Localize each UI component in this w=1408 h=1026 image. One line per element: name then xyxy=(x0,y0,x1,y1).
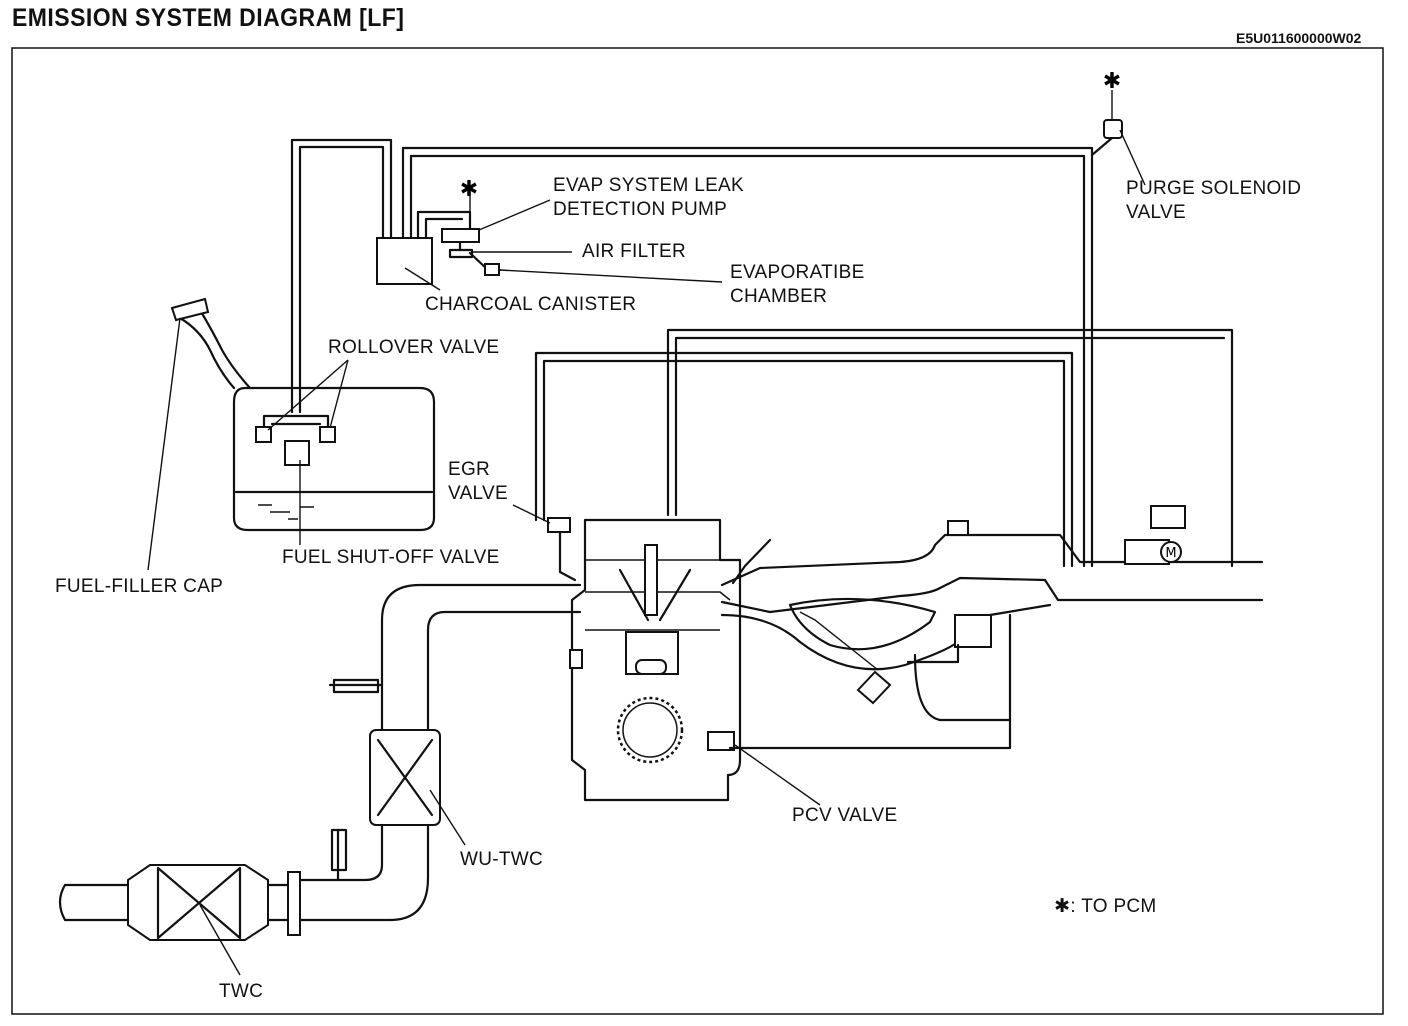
leader-twc xyxy=(199,904,241,976)
fuel-shutoff-valve xyxy=(284,440,310,466)
legend-marker: ✱ xyxy=(1054,895,1071,917)
evaporative-chamber xyxy=(484,263,500,276)
exhaust-to-twc xyxy=(266,883,290,922)
pump-connector xyxy=(448,240,474,259)
label-pcv-valve: PCV VALVE xyxy=(792,805,898,826)
fuel-tank xyxy=(232,386,436,532)
egr-vacuum-line xyxy=(534,351,1074,568)
leader-canister xyxy=(404,267,441,291)
air-duct-lower xyxy=(720,603,1052,671)
vapor-line-tank-to-canister xyxy=(290,138,393,414)
wu-twc-x xyxy=(376,738,434,817)
legend-to-pcm: ✱: TO PCM xyxy=(1043,870,1157,919)
throttle-motor-box xyxy=(1150,505,1186,529)
fuel-filler-cap xyxy=(170,297,210,322)
leak-detection-pump xyxy=(441,228,480,243)
leader-rollover xyxy=(267,359,349,431)
legend-text: : TO PCM xyxy=(1070,896,1157,917)
label-fuel-filler-cap: FUEL-FILLER CAP xyxy=(55,576,224,597)
label-purge-solenoid: PURGE SOLENOID VALVE xyxy=(1126,178,1302,223)
rollover-valve-right xyxy=(319,426,336,443)
solenoid-lines xyxy=(728,613,1012,750)
egr-solenoid xyxy=(954,614,992,648)
o2-sensor-rear xyxy=(330,828,348,882)
egr-solenoid-line xyxy=(913,653,1012,722)
leader-pcv xyxy=(734,744,821,806)
leader-evap-pump xyxy=(478,199,551,231)
label-wu-twc: WU-TWC xyxy=(460,849,544,870)
label-egr-valve: EGR VALVE xyxy=(448,459,508,504)
resonator xyxy=(788,597,937,651)
exhaust-pipe-upper xyxy=(380,583,582,732)
leader-purge xyxy=(1119,129,1146,186)
engine-block xyxy=(570,518,742,802)
intake-sensor-small xyxy=(947,520,969,536)
label-fuel-shutoff: FUEL SHUT-OFF VALVE xyxy=(282,547,500,568)
purge-solenoid-valve xyxy=(1103,119,1123,139)
tailpipe xyxy=(58,883,130,922)
o2-sensor-top xyxy=(731,538,772,585)
label-charcoal-canister: CHARCOAL CANISTER xyxy=(425,294,637,315)
charcoal-canister xyxy=(376,237,433,285)
crank-center xyxy=(622,702,678,758)
engine-valves xyxy=(618,568,692,622)
throttle-motor xyxy=(1160,541,1182,563)
label-air-filter: AIR FILTER xyxy=(582,241,686,262)
egr-valve-pipe xyxy=(558,530,577,582)
piston-pin xyxy=(635,659,667,675)
intake-manifold xyxy=(720,533,1264,614)
leader-egr xyxy=(512,504,551,524)
intake-vacuum-line xyxy=(666,328,1234,568)
o2-sensor-front xyxy=(328,678,384,694)
egr-modulator xyxy=(856,670,892,705)
label-evap-chamber: EVAPORATIBE CHAMBER xyxy=(730,262,865,307)
twc-x xyxy=(156,866,242,940)
filler-neck xyxy=(178,308,252,390)
rollover-valve-pipes xyxy=(262,414,330,430)
label-twc: TWC xyxy=(219,981,264,1002)
spark-plug xyxy=(644,544,658,616)
purge-line-canister-to-solenoid xyxy=(401,146,1094,240)
crank-sprocket xyxy=(616,696,684,764)
exhaust-flange xyxy=(287,871,301,936)
purge-line-solenoid-to-intake xyxy=(1082,120,1114,568)
label-evap-pump: EVAP SYSTEM LEAK DETECTION PUMP xyxy=(553,175,745,220)
fuel-surface-marks xyxy=(258,504,314,520)
throttle-motor-label: M xyxy=(1165,546,1176,561)
exhaust-pipe-mid xyxy=(298,823,430,922)
modulator-link xyxy=(799,611,879,671)
page-title: EMISSION SYSTEM DIAGRAM [LF] xyxy=(12,4,405,32)
leader-evap-chamber xyxy=(499,269,723,283)
diagram-frame xyxy=(11,47,1384,1015)
rollover-valve-left xyxy=(255,426,272,443)
pcm-marker-purge: ✱ xyxy=(1103,69,1121,94)
label-rollover-valve: ROLLOVER VALVE xyxy=(328,337,500,358)
engine-sensor xyxy=(569,649,583,669)
leader-wu-twc xyxy=(429,789,466,846)
document-code: E5U011600000W02 xyxy=(1236,30,1362,46)
leader-filler-cap xyxy=(147,317,181,571)
egr-valve-body xyxy=(547,517,571,533)
pcm-marker-pump: ✱ xyxy=(460,177,478,202)
pcv-valve-body xyxy=(707,731,735,751)
